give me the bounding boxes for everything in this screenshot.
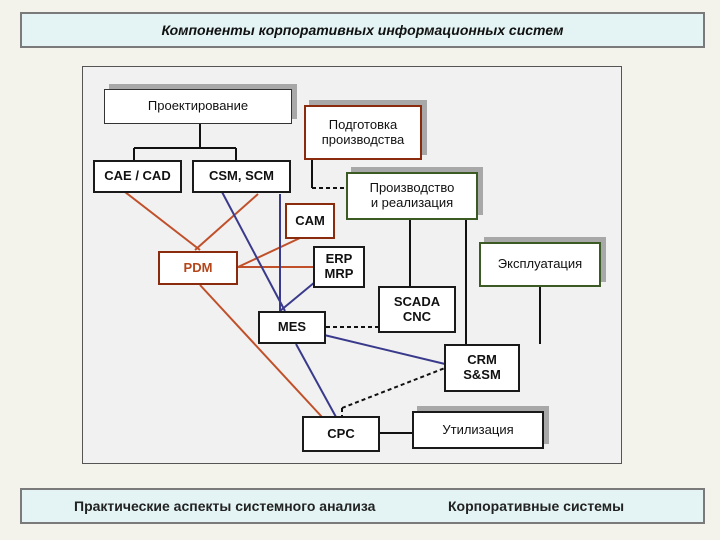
node-label: ERP MRP (324, 251, 354, 281)
red-caecad-pdm (124, 191, 201, 251)
footer-left-text: Практические аспекты системного анализа (74, 498, 376, 514)
node-pdm: PDM (158, 251, 238, 285)
node-utilizatsiya: Утилизация (412, 411, 544, 449)
blue-caecad-csm-mes (221, 191, 286, 312)
red-pdm-cpc (199, 284, 323, 418)
blue-mes-cpc (295, 343, 337, 418)
blue-mes-crm (319, 333, 446, 365)
footer: Практические аспекты системного анализа … (20, 488, 705, 524)
node-label: CRM S&SM (463, 352, 501, 382)
node-label: CPC (327, 425, 355, 441)
node-label: Эксплуатация (497, 256, 583, 272)
node-label: MES (277, 319, 307, 335)
node-label: PDM (183, 259, 213, 275)
node-proizvodstvo: Производство и реализация (346, 172, 478, 220)
node-podgotovka: Подготовка производства (304, 105, 422, 160)
node-mes: MES (258, 311, 326, 344)
node-scada: SCADA CNC (378, 286, 456, 333)
red-pdm-cam (237, 237, 301, 268)
red-csmscm-pdm (194, 193, 259, 251)
node-label: Утилизация (442, 421, 514, 437)
node-label: CAM (295, 212, 325, 228)
node-proektirovanie: Проектирование (104, 89, 292, 124)
node-erpmrp: ERP MRP (313, 246, 365, 288)
node-label: CAE / CAD (104, 168, 171, 184)
node-ekspluatatsiya: Эксплуатация (479, 242, 601, 287)
footer-right-text: Корпоративные системы (448, 498, 625, 514)
node-label: SCADA CNC (393, 293, 441, 324)
node-csmscm: CSM, SCM (192, 160, 291, 193)
node-label: Проектирование (147, 98, 249, 114)
blue-erp-mes (279, 281, 316, 312)
node-cpc: CPC (302, 416, 380, 452)
node-label: CSM, SCM (209, 168, 274, 184)
node-label: Подготовка производства (321, 116, 405, 147)
node-label: Производство и реализация (369, 180, 455, 210)
node-cam: CAM (285, 203, 335, 239)
slide-title: Компоненты корпоративных информационных … (20, 12, 705, 48)
node-caecad: CAE / CAD (93, 160, 182, 193)
node-crm: CRM S&SM (444, 344, 520, 392)
dash-cpc-crm (341, 367, 446, 409)
